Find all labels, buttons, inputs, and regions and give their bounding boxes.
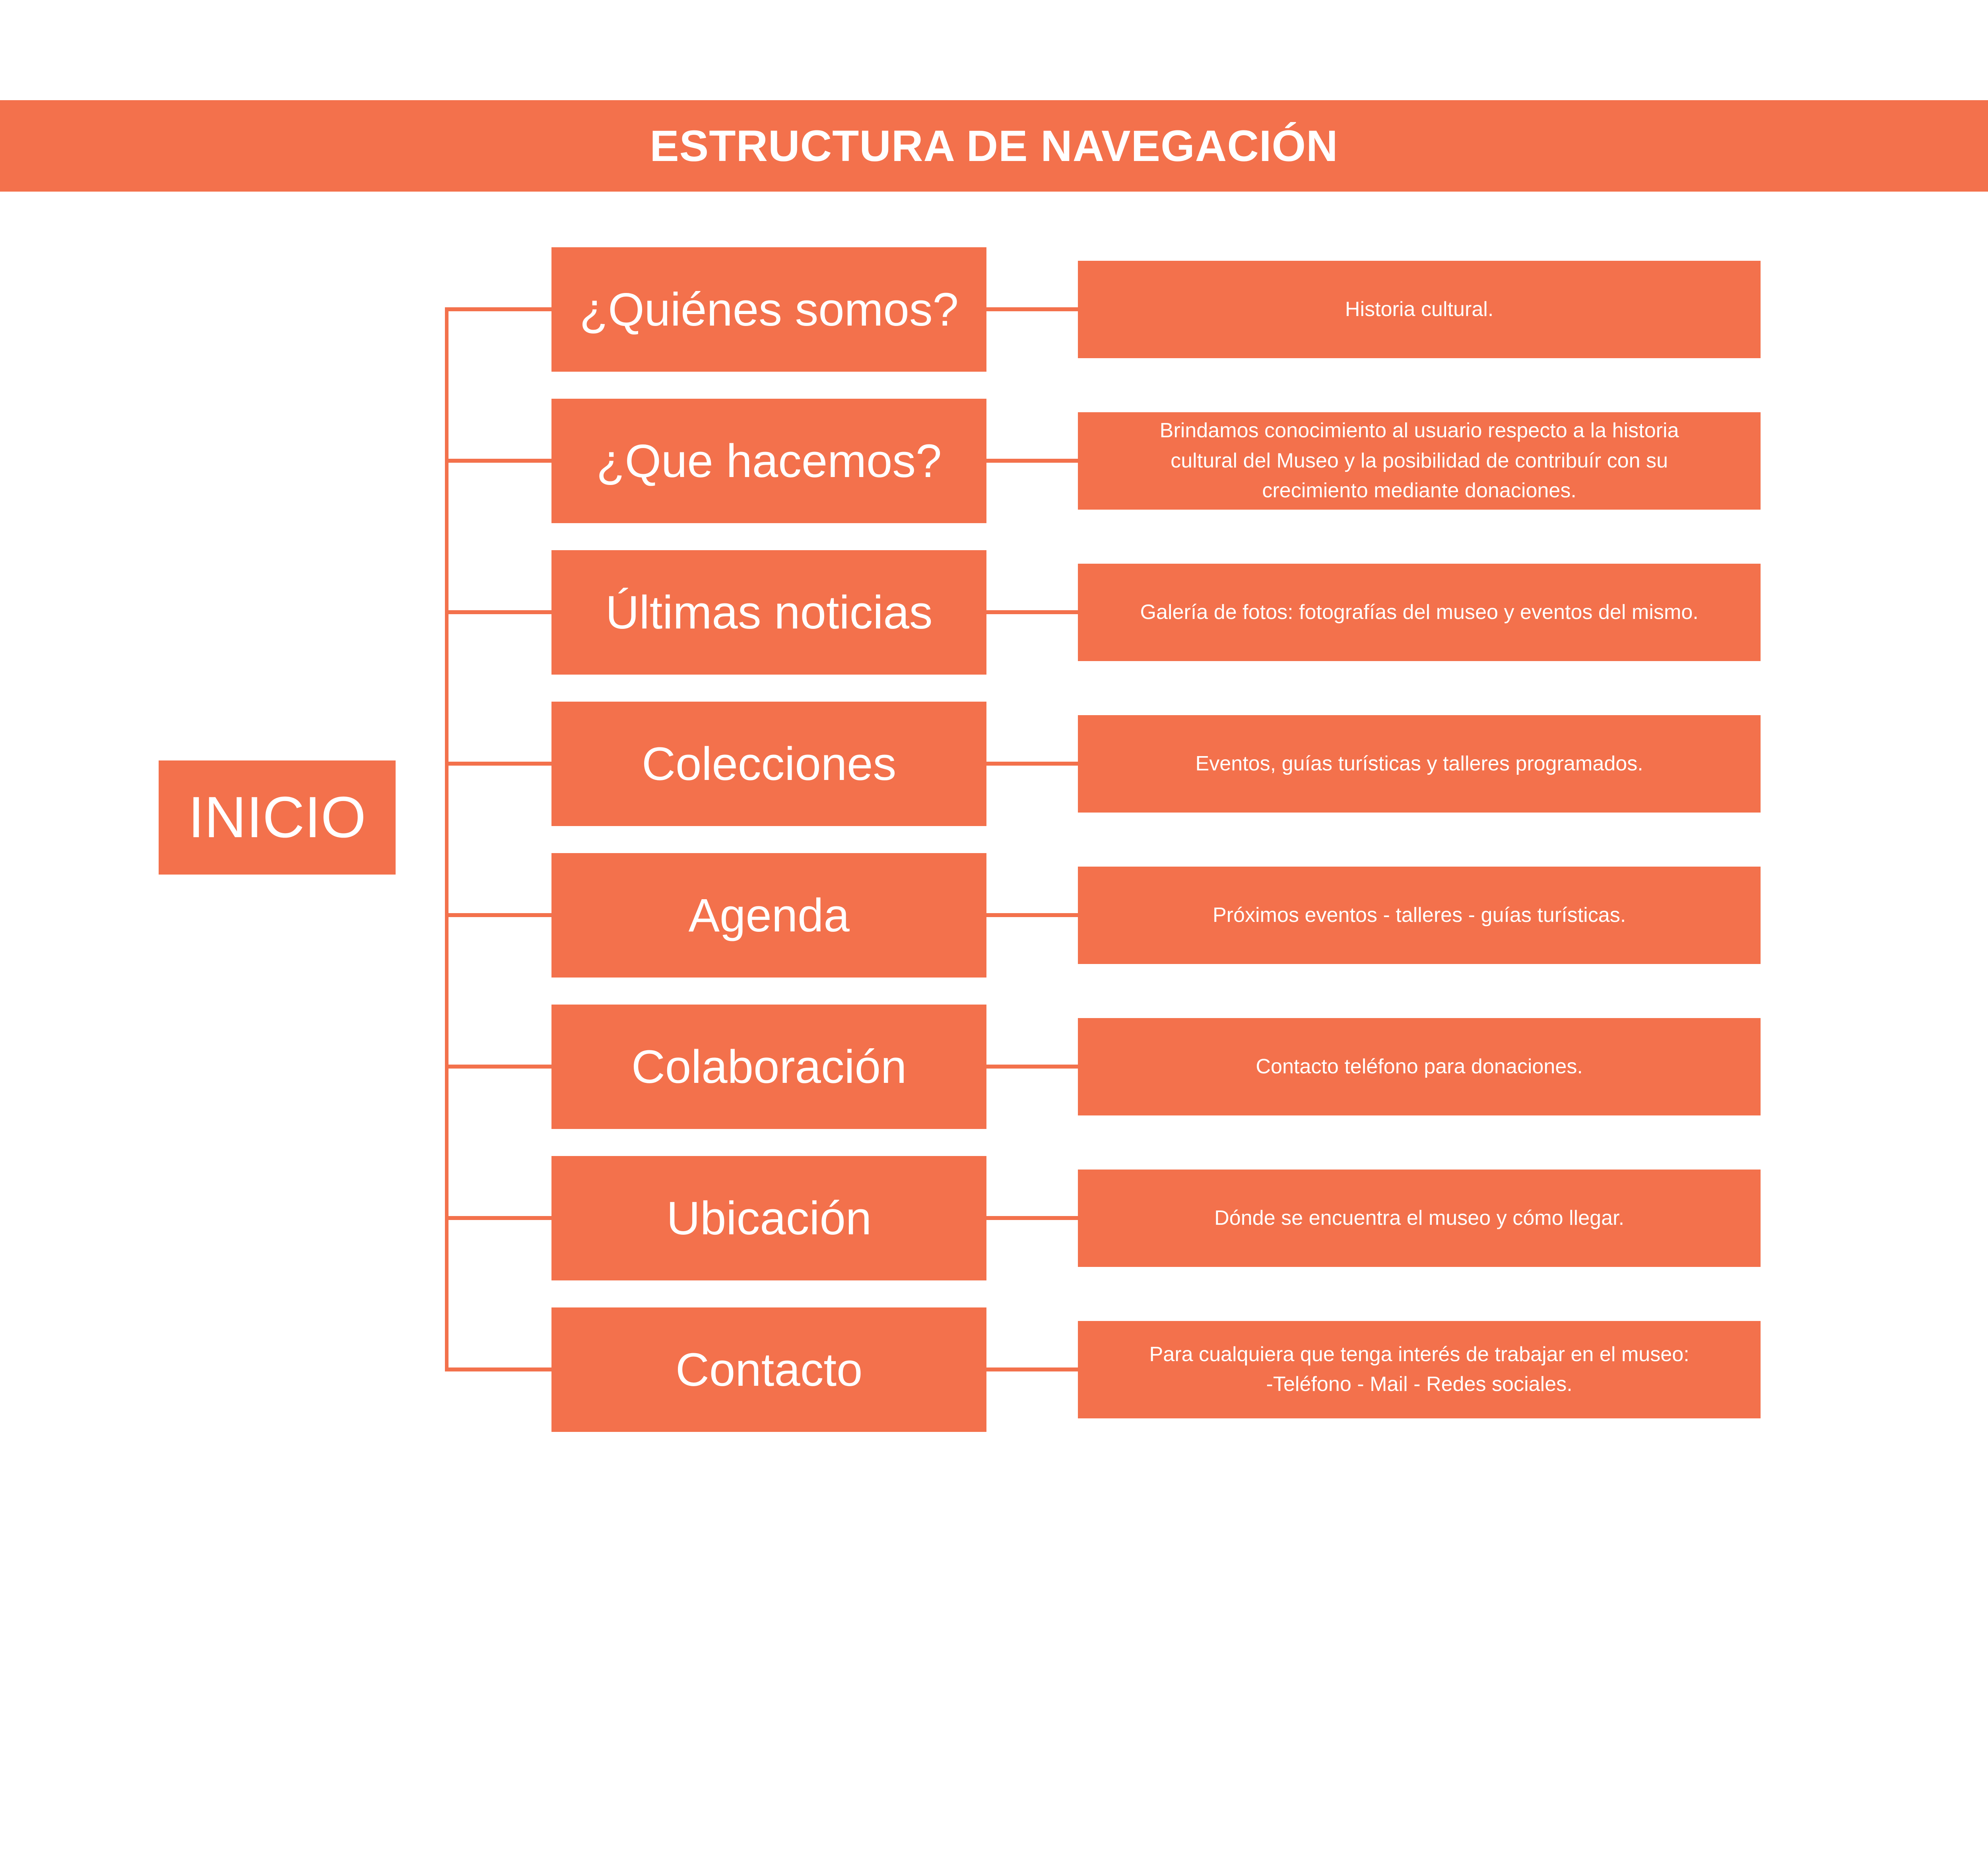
- branch-connector-line: [445, 762, 552, 766]
- nav-row-agenda: Agenda Próximos eventos - talleres - guí…: [0, 853, 1988, 978]
- branch-connector-line: [445, 1065, 552, 1069]
- description-text: Historia cultural.: [1345, 297, 1494, 321]
- trunk-connector-line: [445, 307, 449, 1372]
- description-connector-line: [986, 307, 1078, 312]
- nav-item-label: ¿Quiénes somos?: [579, 283, 959, 336]
- nav-item-label: Contacto: [676, 1343, 863, 1396]
- description-box-que-hacemos: Brindamos conocimiento al usuario respec…: [1077, 412, 1761, 510]
- nav-item-agenda: Agenda: [551, 853, 987, 978]
- description-text: Dónde se encuentra el museo y cómo llega…: [1214, 1206, 1625, 1230]
- branch-connector-line: [445, 1367, 552, 1371]
- nav-row-colecciones: Colecciones Eventos, guías turísticas y …: [0, 701, 1988, 826]
- nav-item-label: Colaboración: [631, 1040, 907, 1093]
- nav-row-que-hacemos: ¿Que hacemos? Brindamos conocimiento al …: [0, 398, 1988, 524]
- branch-connector-line: [445, 1216, 552, 1220]
- node-inicio-label: INICIO: [188, 785, 366, 850]
- nav-row-quienes-somos: ¿Quiénes somos? Historia cultural.: [0, 247, 1988, 372]
- description-connector-line: [986, 1367, 1078, 1371]
- description-text: Próximos eventos - talleres - guías turí…: [1212, 903, 1626, 927]
- description-box-agenda: Próximos eventos - talleres - guías turí…: [1077, 866, 1761, 964]
- description-connector-line: [986, 762, 1078, 766]
- description-text: Para cualquiera que tenga interés de tra…: [1149, 1342, 1689, 1396]
- description-connector-line: [986, 1065, 1078, 1069]
- description-text: Galería de fotos: fotografías del museo …: [1140, 600, 1699, 624]
- nav-row-ubicacion: Ubicación Dónde se encuentra el museo y …: [0, 1156, 1988, 1281]
- description-box-colaboracion: Contacto teléfono para donaciones.: [1077, 1018, 1761, 1115]
- description-connector-line: [986, 610, 1078, 615]
- nav-item-colecciones: Colecciones: [551, 701, 987, 826]
- description-box-contacto: Para cualquiera que tenga interés de tra…: [1077, 1321, 1761, 1418]
- description-text: Brindamos conocimiento al usuario respec…: [1159, 419, 1679, 502]
- nav-item-label: Agenda: [688, 889, 850, 941]
- nav-item-ubicacion: Ubicación: [551, 1156, 987, 1281]
- page-title: ESTRUCTURA DE NAVEGACIÓN: [650, 121, 1338, 171]
- nav-item-quienes-somos: ¿Quiénes somos?: [551, 247, 987, 372]
- nav-item-que-hacemos: ¿Que hacemos?: [551, 398, 987, 524]
- navigation-structure-diagram: ESTRUCTURA DE NAVEGACIÓN INICIO ¿Quiénes…: [0, 100, 1988, 1432]
- branch-connector-line: [445, 459, 552, 463]
- description-connector-line: [986, 1216, 1078, 1220]
- description-text: Eventos, guías turísticas y talleres pro…: [1195, 752, 1643, 775]
- description-connector-line: [986, 913, 1078, 917]
- description-connector-line: [986, 459, 1078, 463]
- description-text: Contacto teléfono para donaciones.: [1256, 1055, 1583, 1078]
- nav-row-colaboracion: Colaboración Contacto teléfono para dona…: [0, 1004, 1988, 1129]
- description-box-colecciones: Eventos, guías turísticas y talleres pro…: [1077, 715, 1761, 813]
- nav-item-contacto: Contacto: [551, 1307, 987, 1432]
- title-banner: ESTRUCTURA DE NAVEGACIÓN: [0, 100, 1988, 192]
- nav-item-label: Colecciones: [642, 737, 897, 790]
- node-inicio: INICIO: [158, 760, 396, 875]
- description-box-ultimas-noticias: Galería de fotos: fotografías del museo …: [1077, 564, 1761, 661]
- nav-item-label: Últimas noticias: [605, 586, 933, 639]
- description-box-quienes-somos: Historia cultural.: [1077, 261, 1761, 359]
- branch-connector-line: [445, 307, 552, 312]
- branch-connector-line: [445, 913, 552, 917]
- nav-row-contacto: Contacto Para cualquiera que tenga inter…: [0, 1307, 1988, 1432]
- nav-row-ultimas-noticias: Últimas noticias Galería de fotos: fotog…: [0, 550, 1988, 675]
- nav-item-label: ¿Que hacemos?: [596, 435, 942, 487]
- nav-item-label: Ubicación: [666, 1192, 872, 1244]
- description-box-ubicacion: Dónde se encuentra el museo y cómo llega…: [1077, 1169, 1761, 1267]
- branch-connector-line: [445, 610, 552, 615]
- nav-item-ultimas-noticias: Últimas noticias: [551, 550, 987, 675]
- nav-item-colaboracion: Colaboración: [551, 1004, 987, 1129]
